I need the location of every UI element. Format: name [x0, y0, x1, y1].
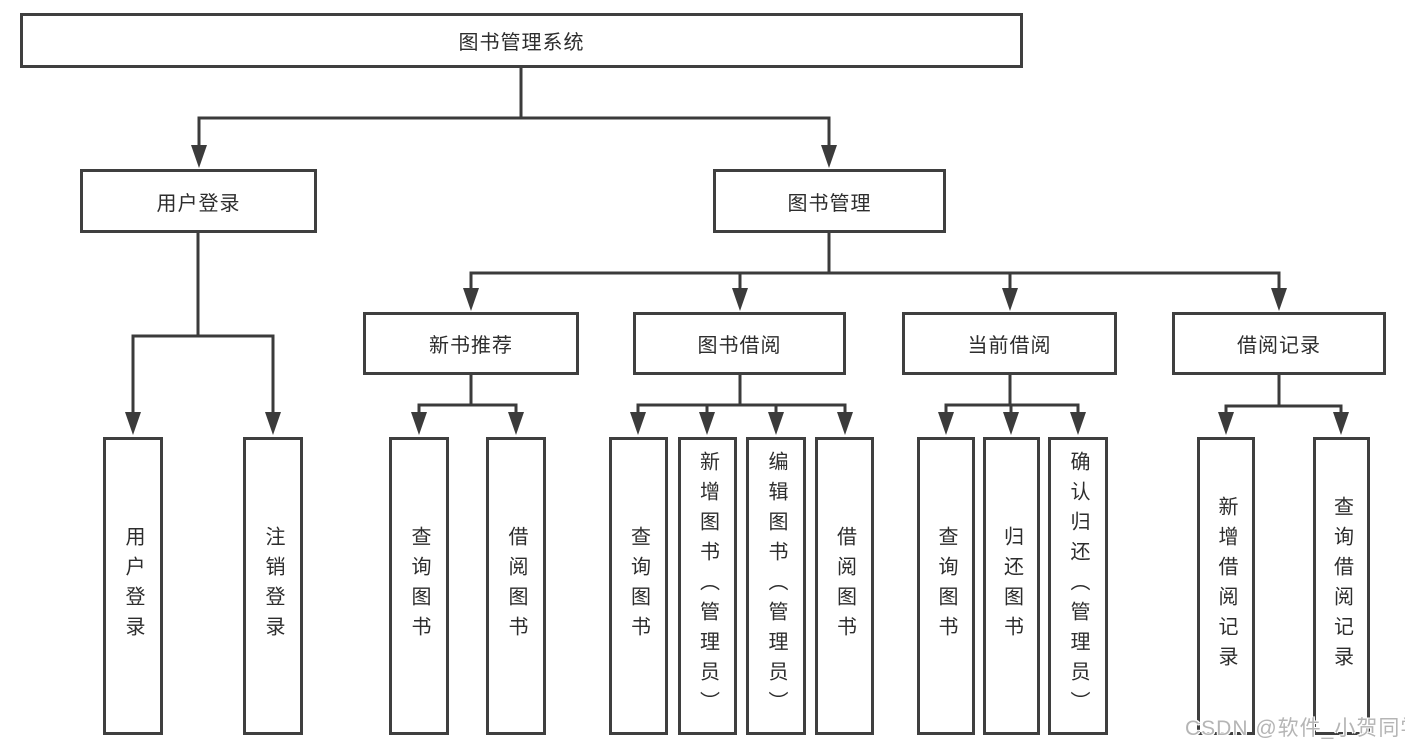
node-label: 新增图书（管理员）: [696, 451, 719, 721]
node-label: 查询借阅记录: [1330, 496, 1353, 676]
leaf-recommend-query-books: 查询图书: [389, 437, 449, 735]
node-label: 当前借阅: [967, 335, 1052, 357]
node-label: 编辑图书（管理员）: [765, 451, 787, 721]
node-label: 图书管理系统: [458, 32, 585, 54]
node-label: 用户登录: [122, 526, 144, 646]
leaf-records-add-record: 新增借阅记录: [1197, 437, 1255, 735]
leaf-current-query-books: 查询图书: [917, 437, 975, 735]
node-label: 借阅记录: [1237, 335, 1321, 357]
leaf-borrowing-borrow-books: 借阅图书: [815, 437, 874, 735]
node-current-borrowing: 当前借阅: [902, 312, 1117, 375]
node-label: 查询图书: [935, 526, 957, 646]
node-label: 图书管理: [787, 192, 872, 215]
leaf-borrowing-query-books: 查询图书: [609, 437, 668, 735]
node-label: 归还图书: [1000, 526, 1023, 646]
node-label: 查询图书: [408, 526, 430, 646]
leaf-current-return-books: 归还图书: [983, 437, 1040, 735]
node-user-login: 用户登录: [80, 169, 317, 233]
node-label: 借阅图书: [833, 526, 856, 646]
node-label: 注销登录: [262, 526, 284, 646]
leaf-borrowing-add-books-admin: 新增图书（管理员）: [678, 437, 737, 735]
node-book-management: 图书管理: [713, 169, 946, 233]
node-label: 新增借阅记录: [1215, 496, 1237, 676]
leaf-current-confirm-return-admin: 确认归还（管理员）: [1048, 437, 1108, 735]
csdn-watermark: CSDN @软件_小贺同学: [1185, 717, 1405, 740]
node-new-book-recommend: 新书推荐: [363, 312, 579, 375]
node-label: 借阅图书: [505, 526, 527, 646]
leaf-logout: 注销登录: [243, 437, 303, 735]
node-label: 查询图书: [627, 526, 650, 646]
leaf-user-login: 用户登录: [103, 437, 163, 735]
node-library-system: 图书管理系统: [20, 13, 1023, 68]
node-label: 确认归还（管理员）: [1067, 451, 1089, 721]
leaf-records-query-record: 查询借阅记录: [1313, 437, 1370, 735]
node-label: 新书推荐: [429, 335, 513, 357]
leaf-borrowing-edit-books-admin: 编辑图书（管理员）: [746, 437, 806, 735]
node-label: 图书借阅: [697, 335, 782, 357]
node-borrow-records: 借阅记录: [1172, 312, 1386, 375]
leaf-recommend-borrow-books: 借阅图书: [486, 437, 546, 735]
node-label: 用户登录: [156, 192, 241, 215]
node-book-borrowing: 图书借阅: [633, 312, 846, 375]
